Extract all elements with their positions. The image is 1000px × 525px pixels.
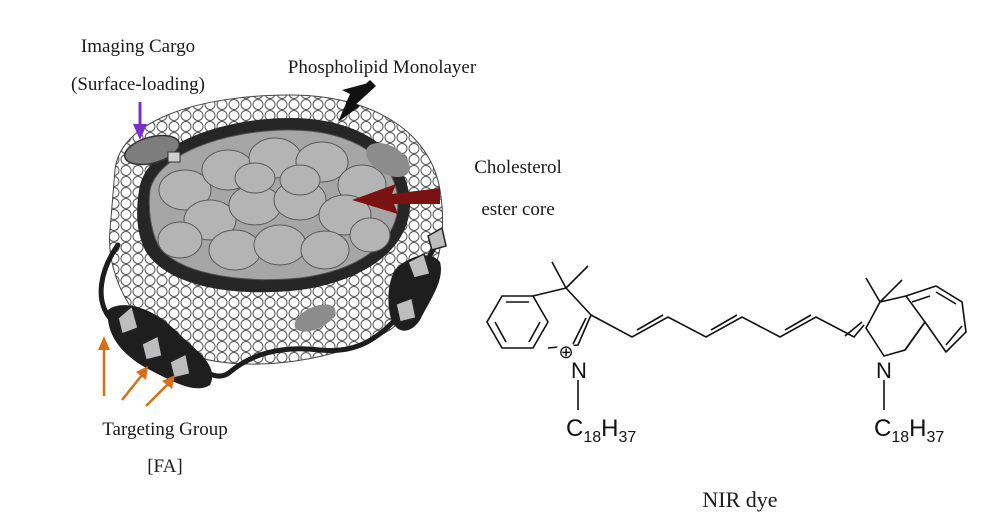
nir-dye-label: NIR dye — [702, 487, 778, 512]
nir-dye-structure — [486, 261, 967, 410]
left-indole-ring — [532, 287, 592, 349]
polymethine-chain — [590, 314, 865, 339]
targeting-group-label: Targeting Group — [102, 419, 228, 440]
left-benzene-ring — [486, 295, 549, 349]
targeting-arrows — [98, 336, 175, 407]
nir-dye-atoms: ⊕ N N C18H37 C18H37 — [556, 342, 944, 446]
folate-ligand — [407, 252, 431, 279]
chain-left-carbon: C — [566, 415, 583, 442]
surface-blob — [366, 142, 410, 178]
chain-left-hydrogen: H — [601, 415, 618, 442]
lipoprotein-nanoparticle — [98, 94, 447, 389]
right-benzene-ring — [905, 285, 967, 354]
folate-ligand — [169, 352, 191, 379]
folate-ligand — [117, 304, 139, 335]
surface-loading-label: (Surface-loading) — [71, 74, 205, 95]
surface-blob — [294, 304, 336, 332]
ester-core-label: ester core — [481, 199, 555, 220]
cholesterol-label: Cholesterol — [474, 157, 562, 178]
svg-text:C18H37: C18H37 — [874, 415, 944, 446]
nitrogen-left: N — [571, 358, 587, 383]
chain-right-hydrogen-count: 37 — [926, 429, 944, 446]
phospholipid-monolayer-label: Phospholipid Monolayer — [287, 57, 477, 78]
imaging-cargo-disc — [123, 134, 181, 166]
chain-right-hydrogen: H — [909, 415, 926, 442]
imaging-cargo-label: Imaging Cargo — [80, 36, 196, 57]
cholesterol-arrow — [352, 184, 440, 214]
imaging-cargo-arrow — [133, 102, 147, 140]
svg-text:C18H37: C18H37 — [566, 415, 636, 446]
nitrogen-right: N — [876, 358, 892, 383]
positive-charge: ⊕ — [558, 342, 573, 362]
chain-right-carbon: C — [874, 415, 891, 442]
folate-ligand — [427, 226, 447, 251]
chain-left-hydrogen-count: 37 — [618, 429, 636, 446]
folate-ligand — [141, 334, 163, 361]
fa-label: [FA] — [147, 456, 183, 477]
phospholipid-arrow — [338, 80, 376, 122]
right-indole-ring — [865, 295, 926, 357]
folate-ligand — [395, 296, 417, 323]
cholesterol-ester-core — [148, 129, 399, 281]
chain-right-carbon-count: 18 — [891, 429, 909, 446]
chain-left-carbon-count: 18 — [583, 429, 601, 446]
